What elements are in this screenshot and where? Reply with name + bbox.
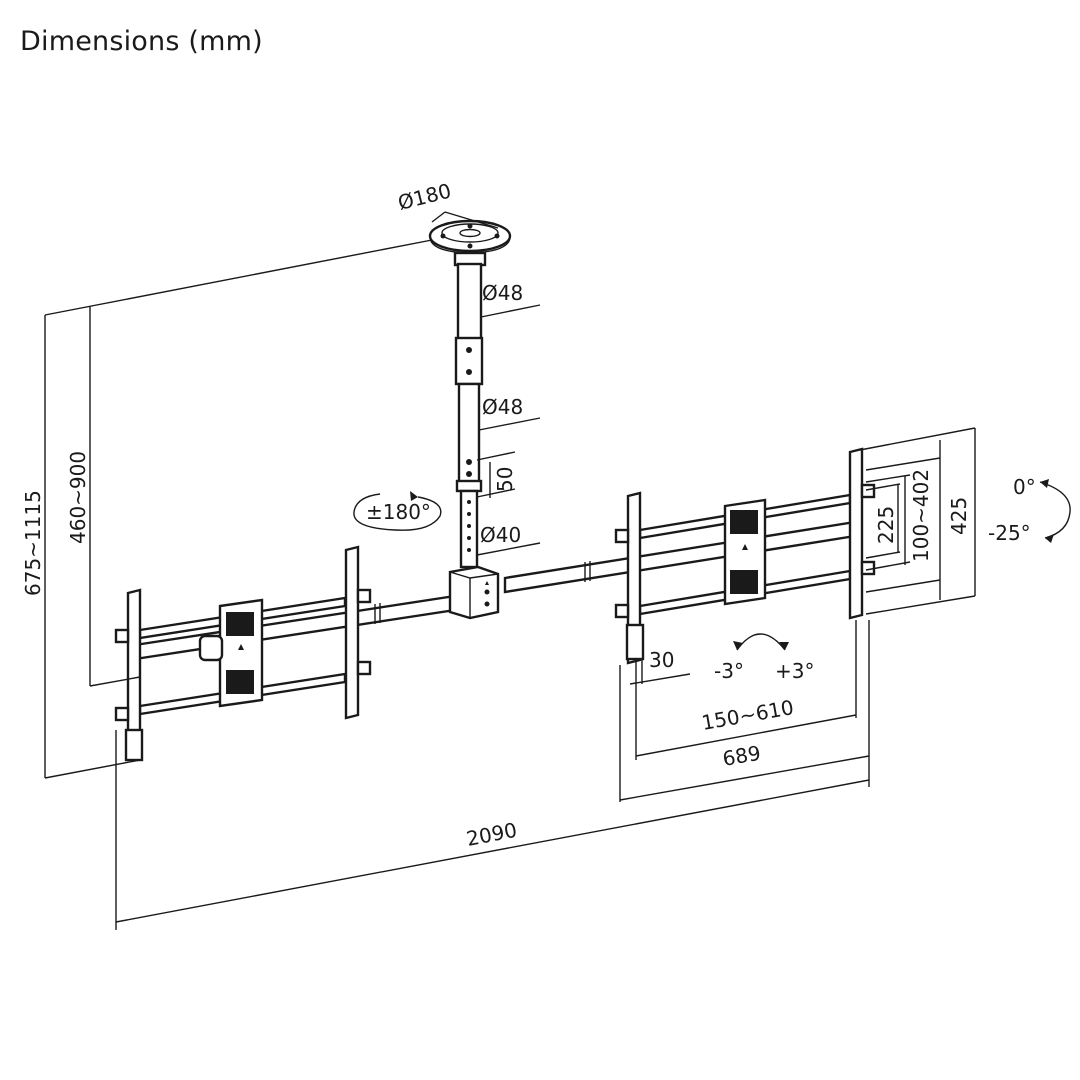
- dimension-lines: [44, 211, 976, 930]
- upper-pole-diameter-label: Ø48: [482, 281, 523, 305]
- tilt-bottom-label: -25°: [988, 521, 1031, 545]
- ceiling-plate: [428, 219, 512, 267]
- tilt-top-label: 0°: [1013, 475, 1036, 499]
- right-display-mount: [614, 447, 876, 665]
- rotation-label: ±180°: [366, 500, 431, 524]
- plate-diameter-label: Ø180: [395, 179, 453, 215]
- left-display-mount: [114, 545, 372, 762]
- hole-spacing-label: 50: [493, 467, 517, 492]
- ceiling-pole: [454, 262, 484, 569]
- lower-pole-diameter-label: Ø40: [480, 523, 521, 547]
- pole-height-label: 460~900: [66, 451, 90, 544]
- vesa-vertical-fixed-label: 225: [874, 506, 898, 544]
- bracket-offset-label: 30: [649, 648, 674, 672]
- mid-pole-diameter-label: Ø48: [482, 395, 523, 419]
- vesa-vertical-range-label: 100~402: [909, 469, 933, 562]
- page-title: Dimensions (mm): [20, 26, 263, 57]
- tilt-arrow-icon: [1039, 479, 1071, 543]
- level-arrow-icon: [733, 633, 789, 651]
- frame-height-label: 425: [947, 497, 971, 535]
- level-minus-label: -3°: [714, 659, 744, 683]
- frame-width-label: 689: [721, 741, 763, 771]
- total-width-label: 2090: [464, 818, 519, 851]
- rotation-arrow-icon: [353, 491, 442, 531]
- center-clamp: [448, 565, 500, 620]
- total-height-label: 675~1115: [21, 490, 45, 596]
- level-plus-label: +3°: [775, 659, 814, 683]
